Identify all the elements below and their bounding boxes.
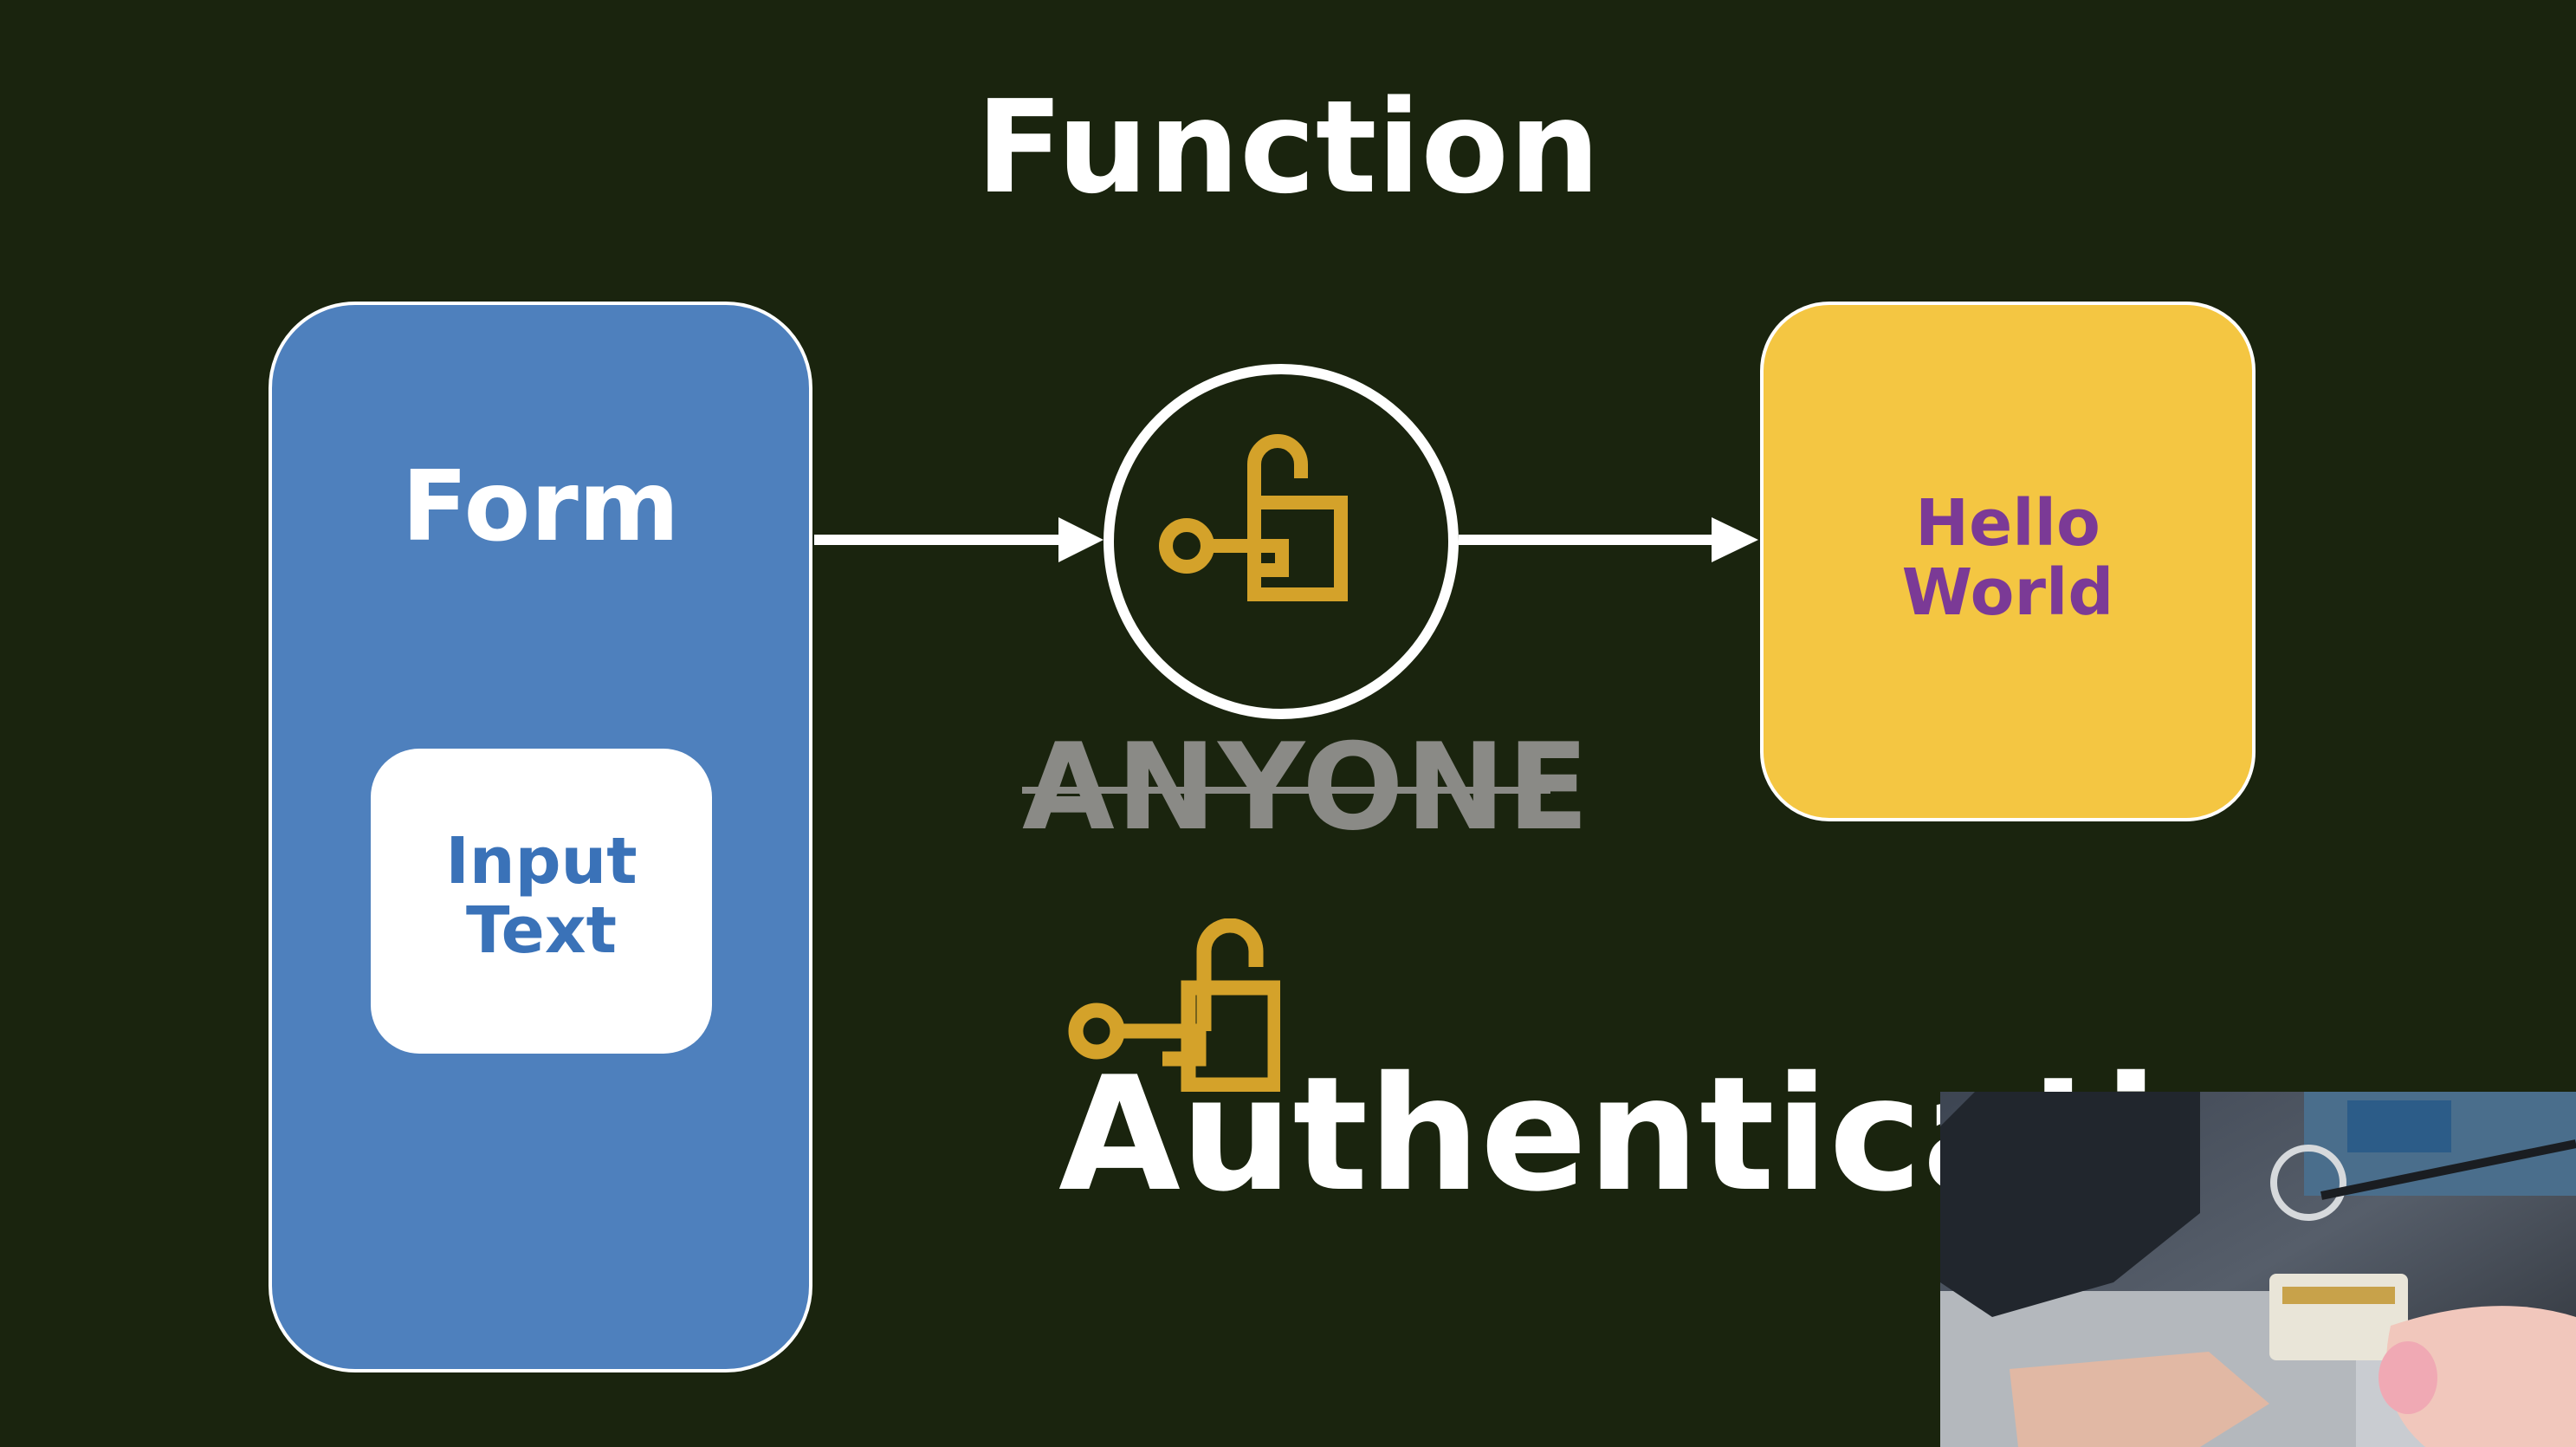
strikethrough-line: [1022, 787, 1550, 794]
webcam-overlay: [1940, 1092, 2576, 1447]
lock-key-icon: [1068, 918, 1280, 1092]
world-line: World: [1901, 555, 2114, 630]
hello-world-box: [1760, 302, 2256, 821]
arrow-right-icon: [1459, 517, 1758, 562]
lock-circle: [1104, 364, 1459, 719]
hello-world-label: Hello World: [1760, 489, 2256, 627]
input-label-line1: Input: [445, 824, 638, 899]
input-label-line2: Text: [466, 893, 617, 968]
form-label: Form: [401, 451, 680, 563]
input-text-label: Input Text: [371, 827, 712, 965]
hello-line: Hello: [1915, 486, 2100, 561]
input-text-box: [371, 749, 712, 1054]
slide-title: Function: [975, 73, 1601, 222]
arrow-right-icon: [814, 517, 1104, 562]
lock-key-icon: [1159, 434, 1348, 601]
